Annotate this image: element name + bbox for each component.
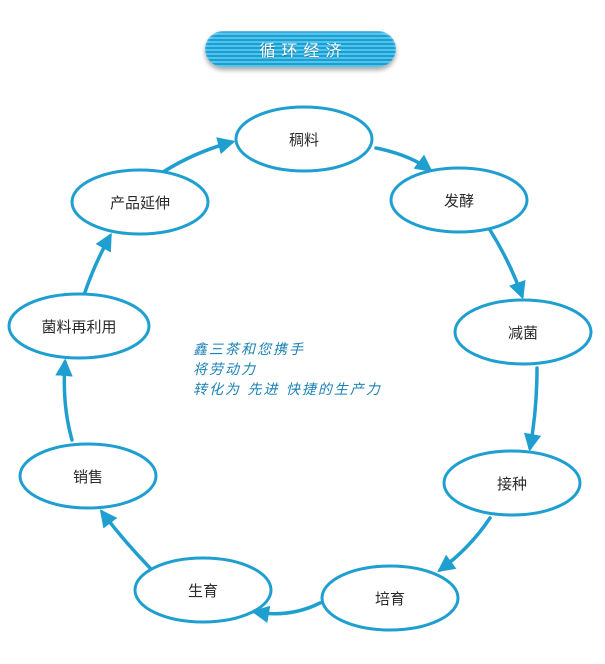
node-label: 稠料 — [289, 131, 319, 149]
node-label: 减菌 — [508, 324, 538, 342]
node-label: 销售 — [73, 468, 103, 486]
node-label: 产品延伸 — [110, 194, 170, 212]
arrow-extend-to-straw — [161, 137, 236, 174]
node-cultivate: 培育 — [320, 564, 460, 632]
node-label: 菌料再利用 — [41, 318, 116, 336]
center-slogan: 鑫三茶和您携手 将劳动力 转化为 先进 快捷的生产力 — [193, 340, 453, 400]
arrow-sterilize-to-inoculate — [523, 366, 542, 452]
node-reuse: 菌料再利用 — [7, 292, 151, 360]
node-label: 接种 — [497, 475, 527, 493]
arrow-reuse-to-extend — [82, 232, 112, 297]
node-straw: 稠料 — [234, 105, 374, 173]
arrow-grow-to-sell — [99, 509, 152, 570]
arrow-inoculate-to-cultivate — [437, 516, 492, 573]
node-sterilize: 减菌 — [453, 298, 593, 366]
node-ferment: 发酵 — [389, 166, 529, 234]
slogan-line: 转化为 先进 快捷的生产力 — [193, 382, 382, 398]
arrow-straw-to-ferment — [374, 146, 433, 173]
arrow-cultivate-to-grow — [251, 601, 322, 623]
title-banner: 循环经济 — [205, 31, 396, 67]
arrow-ferment-to-sterilize — [488, 228, 526, 300]
cycle-arrows — [55, 137, 542, 623]
node-inoculate: 接种 — [442, 449, 582, 517]
node-extend: 产品延伸 — [70, 168, 210, 236]
node-label: 培育 — [375, 590, 405, 608]
node-sell: 销售 — [18, 442, 158, 510]
node-label: 发酵 — [444, 192, 474, 210]
node-grow: 生育 — [133, 556, 273, 624]
slogan-line: 将劳动力 — [193, 362, 257, 378]
arrow-sell-to-reuse — [55, 358, 74, 442]
node-label: 生育 — [188, 582, 218, 600]
slogan-line: 鑫三茶和您携手 — [193, 342, 305, 358]
page-title: 循环经济 — [259, 41, 348, 60]
